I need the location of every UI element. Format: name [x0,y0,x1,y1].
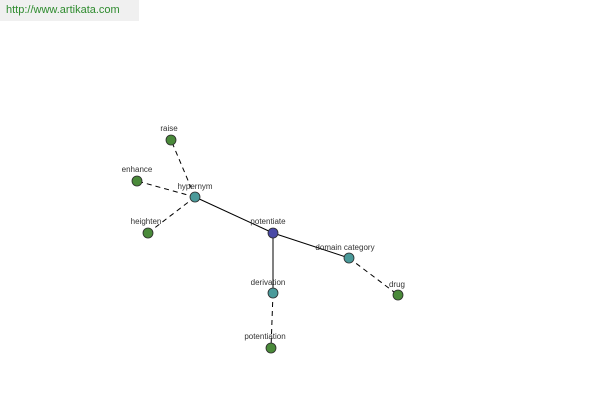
edge-hypernym-to-enhance [136,180,196,198]
node-label-derivation: derivation [251,278,286,287]
node-label-raise: raise [160,124,178,133]
node-dot-heighten[interactable] [142,227,154,239]
node-label-potentiate: potentiate [250,217,286,226]
edge-potentiate-to-domain-category [272,232,350,259]
node-domain-category[interactable]: domain category [315,243,375,264]
graph-nodes: potentiate hypernym domain category derivat… [122,124,405,354]
node-enhance[interactable]: enhance [122,165,153,187]
node-dot-enhance[interactable] [131,175,143,187]
edge-derivation-to-potentiation [270,292,274,349]
node-potentiate[interactable]: potentiate [250,217,286,239]
source-url-link[interactable]: http://www.artikata.com [0,0,139,21]
node-heighten[interactable]: heighten [131,217,162,239]
node-label-heighten: heighten [131,217,162,226]
node-dot-hypernym[interactable] [189,191,201,203]
edge-potentiate-to-hypernym [194,196,274,234]
node-label-hypernym: hypernym [177,182,212,191]
edge-hypernym-to-raise [170,139,196,198]
edge-hypernym-to-heighten [147,196,196,234]
node-label-domain-category: domain category [315,243,374,252]
node-hypernym[interactable]: hypernym [177,182,213,203]
graph-edges [136,139,399,349]
node-drug[interactable]: drug [389,280,405,301]
node-dot-derivation[interactable] [267,287,279,299]
node-dot-potentiation[interactable] [265,342,277,354]
node-dot-domain-category[interactable] [343,252,355,264]
node-dot-raise[interactable] [165,134,177,146]
node-label-drug: drug [389,280,405,289]
node-potentiation[interactable]: potentiation [244,332,286,354]
edge-domain-category-to-drug [348,257,399,296]
node-raise[interactable]: raise [160,124,178,146]
node-dot-drug[interactable] [392,289,404,301]
node-label-potentiation: potentiation [244,332,285,341]
node-derivation[interactable]: derivation [251,278,286,299]
node-dot-potentiate[interactable] [267,227,279,239]
node-label-enhance: enhance [122,165,153,174]
